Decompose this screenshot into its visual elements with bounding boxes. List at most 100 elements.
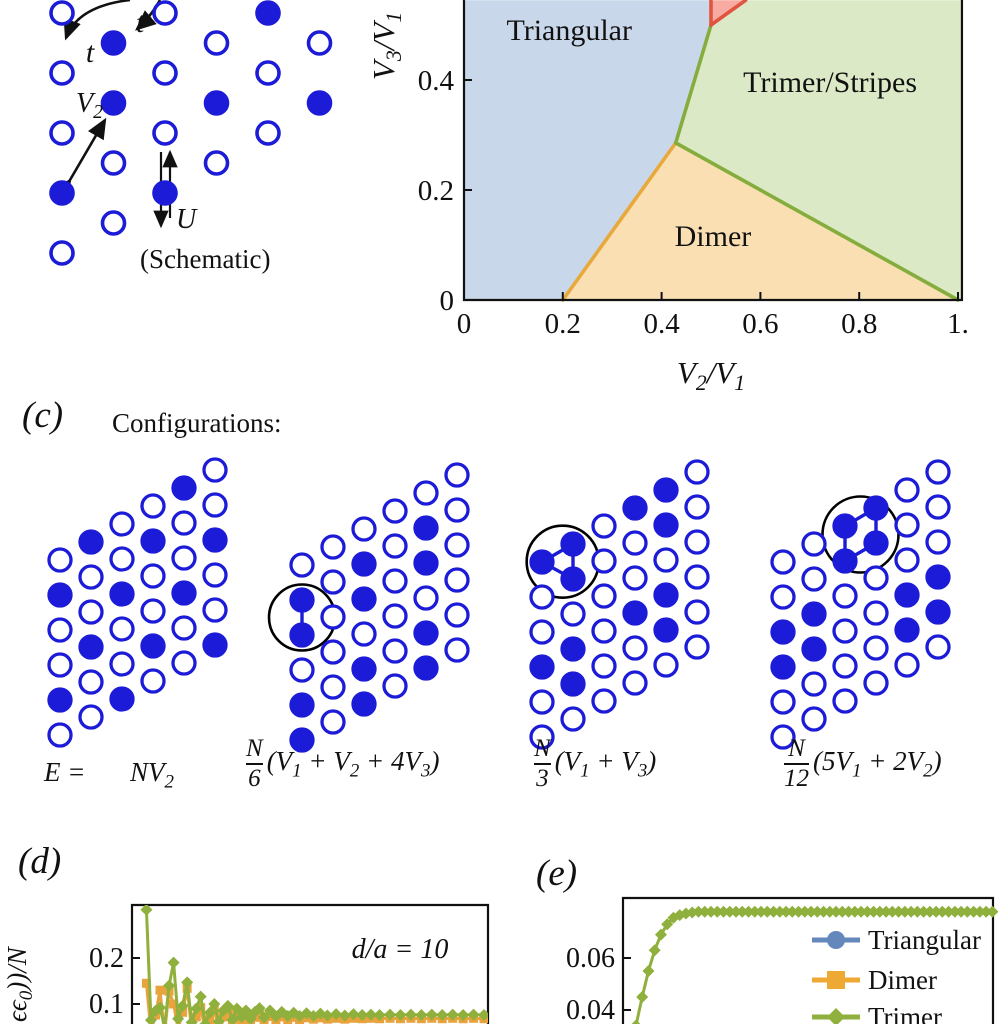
filled-site [351,551,377,577]
region-label-dimer: Dimer [675,220,752,253]
series-marker-trimer [194,990,207,1003]
empty-site [622,670,648,696]
empty-site [591,513,617,539]
empty-site [444,602,470,628]
series-marker-trimer [729,905,742,918]
energy-formula-0: NV2 [130,757,174,793]
series-marker-trimer [986,905,999,918]
series-marker-trimer [425,1008,438,1021]
series-marker-trimer [961,905,974,918]
series-marker-trimer [199,1018,212,1024]
series-marker-trimer [661,918,674,931]
series-marker-trimer [244,1012,257,1024]
empty-site [684,599,710,625]
empty-site [529,584,555,610]
legend-label: Trimer [868,1002,942,1024]
filled-site [832,513,858,539]
empty-site [925,459,951,485]
series-marker-trimer [648,944,661,957]
series-marker-trimer [404,1008,417,1021]
plot-d-annotation: d/a = 10 [352,934,449,965]
empty-site [863,670,889,696]
series-marker-trimer [161,1021,168,1024]
empty-site [289,552,315,578]
series-marker-trimer [314,1007,327,1020]
series-marker-trimer [212,1015,225,1024]
empty-site [684,494,710,520]
empty-site [382,568,408,594]
empty-site [47,722,73,748]
filled-site [289,727,315,753]
empty-site [78,669,104,695]
series-marker-trimer [321,1009,334,1022]
config-trimer [525,459,710,750]
series-marker-trimer [836,905,849,918]
series-marker-trimer [861,905,874,918]
empty-site [152,0,178,26]
series-marker-trimer [208,998,221,1010]
series-marker-dimer [232,1010,242,1020]
empty-site [591,583,617,609]
empty-site [832,583,858,609]
filled-site [289,587,315,613]
filled-site [306,90,333,116]
configurations-title: Configurations: [112,408,282,438]
empty-site [591,653,617,679]
empty-site [203,150,230,176]
empty-site [832,618,858,644]
config-tetramer [770,459,951,750]
series-marker-dimer [191,1012,201,1022]
series-marker-dimer [255,1010,265,1020]
empty-site [653,652,679,678]
series-marker-trimer [692,905,705,918]
series-marker-trimer [767,905,780,918]
empty-site [382,638,408,664]
series-marker-trimer [446,1008,459,1021]
series-marker-trimer [711,905,724,918]
empty-site [202,457,228,483]
series-marker-trimer [936,905,949,918]
filled-site [863,530,889,556]
series-marker-trimer [631,1019,641,1024]
empty-site [863,600,889,626]
phase-region-triangular [464,0,711,300]
series-marker-trimer [478,1009,488,1022]
series-marker-dimer [155,985,165,995]
empty-site [320,534,346,560]
series-marker-trimer [384,1008,397,1021]
empty-site [202,562,228,588]
phase-ylabel: V3/V1 [366,12,406,80]
empty-site [171,510,197,536]
filled-site [925,599,951,625]
empty-site [925,494,951,520]
filled-site [100,30,127,56]
empty-site [684,564,710,590]
series-marker-trimer [226,1013,239,1024]
filled-site [622,600,648,626]
phase-boundary-4 [709,0,748,27]
filled-site [529,654,555,680]
series-marker-trimer [364,1008,377,1021]
series-marker-trimer [805,905,818,918]
series-marker-trimer [144,1014,157,1024]
filled-site [801,601,827,627]
empty-site [413,585,439,611]
empty-site [684,529,710,555]
empty-site [171,545,197,571]
filled-site [413,550,439,576]
empty-site [925,529,951,555]
filled-site [255,0,281,26]
series-marker-trimer [356,1009,369,1022]
series-marker-trimer [347,1008,360,1021]
series-marker-trimer [973,905,986,918]
hop-arrow [63,0,131,41]
legend-marker-square [827,971,845,989]
empty-site [622,530,648,556]
filled-site [770,654,796,680]
empty-site [560,601,586,627]
empty-site [140,598,166,624]
series-marker-trimer [873,905,886,918]
empty-site [109,511,135,537]
